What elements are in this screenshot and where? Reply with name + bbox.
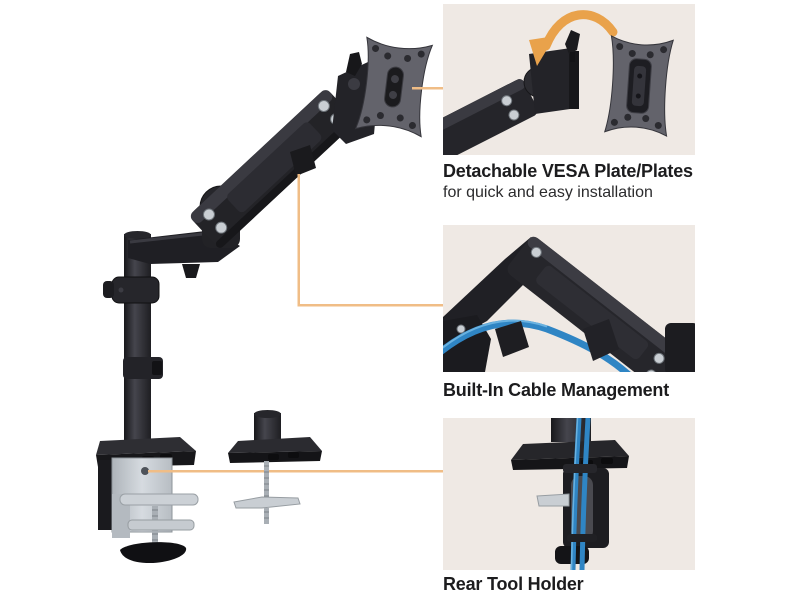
callout-line-cable-horizontal (297, 304, 443, 307)
callout-line-cable-vertical (297, 174, 300, 306)
rotate-arrow-icon (529, 10, 618, 66)
detached-vesa-plate (603, 35, 675, 137)
cable-clip-left (495, 321, 529, 357)
gas-spring-arm (190, 90, 356, 248)
desk-clamp (96, 437, 199, 563)
vesa-plate-detail-image (443, 10, 675, 155)
caption-cable-title: Built-In Cable Management (443, 380, 670, 400)
caption-cable: Built-In Cable Management (443, 379, 669, 401)
pole-detail (551, 418, 591, 442)
arm-end (443, 79, 538, 155)
callout-line-tool-holder (148, 470, 443, 473)
cable-hook-top (563, 464, 597, 473)
arm-cable-clip (290, 145, 316, 176)
cable-clip-right (583, 319, 619, 361)
gas-spring-arm-detail (507, 236, 684, 372)
rear-tool-holder-panel (443, 418, 695, 570)
quick-release-pin (346, 52, 362, 76)
caption-tool-holder-title: Rear Tool Holder (443, 574, 584, 594)
callout-line-vesa (412, 87, 443, 90)
vesa-plate (354, 36, 434, 138)
monitor-arm-main-image (96, 36, 443, 563)
release-lever (565, 30, 580, 54)
grommet-mount (228, 410, 322, 524)
cable-management-detail-image (443, 236, 695, 372)
clamp-wing-plate (536, 493, 570, 507)
caption-vesa: Detachable VESA Plate/Plates for quick a… (443, 160, 693, 203)
mount-head (529, 48, 577, 114)
clamp-screw-hole (141, 467, 149, 475)
blue-cables (570, 418, 591, 570)
clamp-knob (120, 542, 187, 563)
arm-end-joint (665, 323, 695, 372)
blue-cable (443, 319, 631, 372)
rear-tool-holder-detail-image (511, 418, 629, 570)
caption-vesa-title: Detachable VESA Plate/Plates (443, 161, 693, 181)
cable-hook-bottom (567, 534, 597, 542)
pole (103, 231, 163, 444)
caption-tool-holder: Rear Tool Holder (443, 573, 584, 595)
cable-management-panel (443, 225, 695, 372)
vesa-detail-panel (443, 4, 695, 155)
caption-vesa-subtitle: for quick and easy installation (443, 184, 653, 201)
